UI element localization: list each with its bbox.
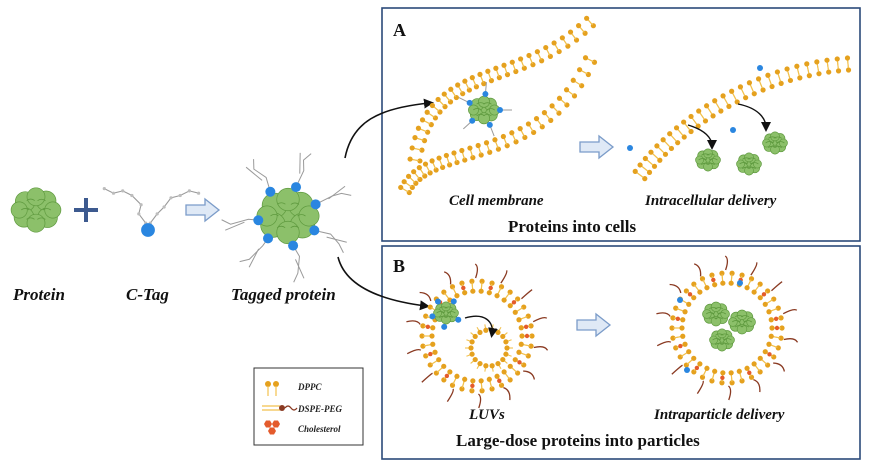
legend-item-cholesterol: Cholesterol (298, 424, 341, 434)
luv-vesicle (406, 263, 549, 409)
label-luvs: LUVs (468, 407, 505, 423)
ctag-illustration (102, 186, 201, 237)
tagged-protein-in-membrane (458, 82, 512, 137)
tagged-protein-illustration (221, 152, 352, 283)
label-cell-membrane: Cell membrane (449, 193, 544, 209)
legend-item-dppc: DPPC (297, 382, 322, 392)
loaded-vesicle (656, 255, 799, 401)
label-protein: Protein (12, 285, 65, 304)
legend-icons (262, 381, 298, 435)
panel-a-border (381, 7, 861, 242)
panel-b-letter: B (393, 256, 405, 276)
open-arrow-panel-b (576, 312, 612, 338)
label-ctag: C-Tag (126, 285, 169, 304)
curved-arrow-to-a (344, 98, 434, 159)
protein-illustration (10, 187, 62, 233)
open-arrow-left (185, 197, 221, 223)
plus-sign (74, 198, 98, 222)
released-proteins (687, 103, 788, 176)
legend-item-dspe-peg: DSPE-PEG (297, 404, 343, 414)
label-tagged-protein: Tagged protein (231, 285, 336, 304)
panel-b-border (381, 245, 861, 460)
label-intraparticle: Intraparticle delivery (653, 407, 785, 423)
panel-a-letter: A (393, 20, 406, 40)
open-arrow-panel-a (579, 134, 615, 160)
cell-membrane-bilayer (398, 15, 598, 196)
label-intracellular: Intracellular delivery (644, 193, 777, 209)
curved-arrow-to-b (337, 256, 430, 311)
label-large-dose: Large-dose proteins into particles (456, 431, 700, 450)
intracellular-membrane-bilayer (627, 55, 852, 182)
label-proteins-into-cells: Proteins into cells (508, 217, 636, 236)
